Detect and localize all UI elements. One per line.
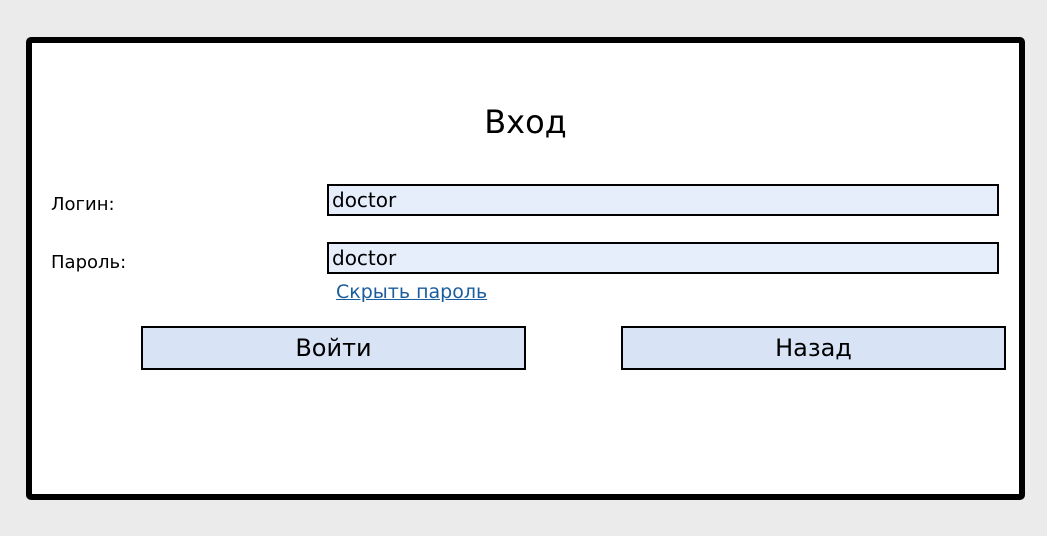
password-input[interactable] bbox=[327, 242, 999, 274]
hide-password-link[interactable]: Скрыть пароль bbox=[336, 281, 488, 303]
login-button[interactable]: Войти bbox=[141, 326, 526, 370]
login-dialog: Вход Логин: Пароль: Скрыть пароль Войти … bbox=[26, 37, 1025, 500]
password-label: Пароль: bbox=[51, 252, 127, 273]
login-label: Логин: bbox=[51, 194, 115, 215]
login-input[interactable] bbox=[327, 184, 999, 216]
back-button[interactable]: Назад bbox=[621, 326, 1006, 370]
page-title: Вход bbox=[484, 103, 567, 141]
